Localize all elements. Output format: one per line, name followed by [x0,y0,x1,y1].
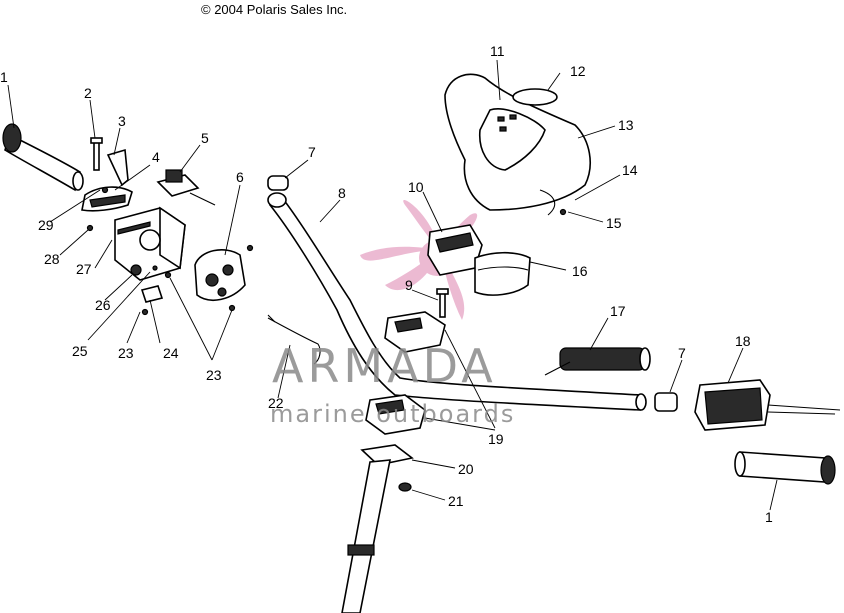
callout-2: 2 [84,85,92,101]
bar-clamp-lower-bottom [365,394,426,435]
handlebar-pad [444,73,591,216]
callout-24: 24 [163,345,179,361]
callout-7-right: 7 [678,345,686,361]
callout-26: 26 [95,297,111,313]
callout-23-left: 23 [118,345,134,361]
grip-left [2,123,84,192]
bar-clamp-upper [427,224,483,276]
callout-5: 5 [201,130,209,146]
screw-2 [90,137,103,171]
leader-lines [7,59,778,511]
callout-15: 15 [606,215,622,231]
callout-13: 13 [618,117,634,133]
bar-clamp-lower-top [384,311,446,353]
end-cap-right [654,392,678,412]
callout-25: 25 [72,343,88,359]
callout-19: 19 [488,431,504,447]
callout-3: 3 [118,113,126,129]
callout-4: 4 [152,149,160,165]
throttle-cable [267,314,321,365]
callout-9: 9 [405,277,413,293]
callout-1-left: 1 [0,69,8,85]
watermark-tagline: marine outboards [270,400,515,428]
callout-14: 14 [622,162,638,178]
callout-10: 10 [408,179,424,195]
callout-1-right: 1 [765,509,773,525]
callout-17: 17 [610,303,626,319]
callout-12: 12 [570,63,586,79]
callout-8: 8 [338,185,346,201]
callout-28: 28 [44,251,60,267]
kill-switch [156,169,216,206]
callout-labels: 1 2 3 4 5 6 7 8 9 10 11 12 13 14 15 16 1… [0,43,773,525]
switch-cover [194,249,246,301]
steering-post [341,444,414,613]
handlebar-tube [267,192,647,411]
callout-6: 6 [236,169,244,185]
callout-7-left: 7 [308,144,316,160]
callout-27: 27 [76,261,92,277]
throttle-lever [81,148,133,212]
bolt-9 [436,288,449,318]
callout-18: 18 [735,333,751,349]
grip-right-17 [544,347,651,376]
callout-21: 21 [448,493,464,509]
watermark-brand: ARMADA [272,339,497,393]
callout-22: 22 [268,395,284,411]
callout-20: 20 [458,461,474,477]
callout-16: 16 [572,263,588,279]
bar-cover-16 [474,251,531,296]
switch-assembly [694,379,841,431]
callout-11: 11 [490,43,505,59]
grip-right [734,451,836,485]
callout-23-right: 23 [206,367,222,383]
copyright-text: © 2004 Polaris Sales Inc. [201,2,347,17]
throttle-housing [114,206,186,281]
callout-29: 29 [38,217,54,233]
end-cap-left [267,175,289,191]
